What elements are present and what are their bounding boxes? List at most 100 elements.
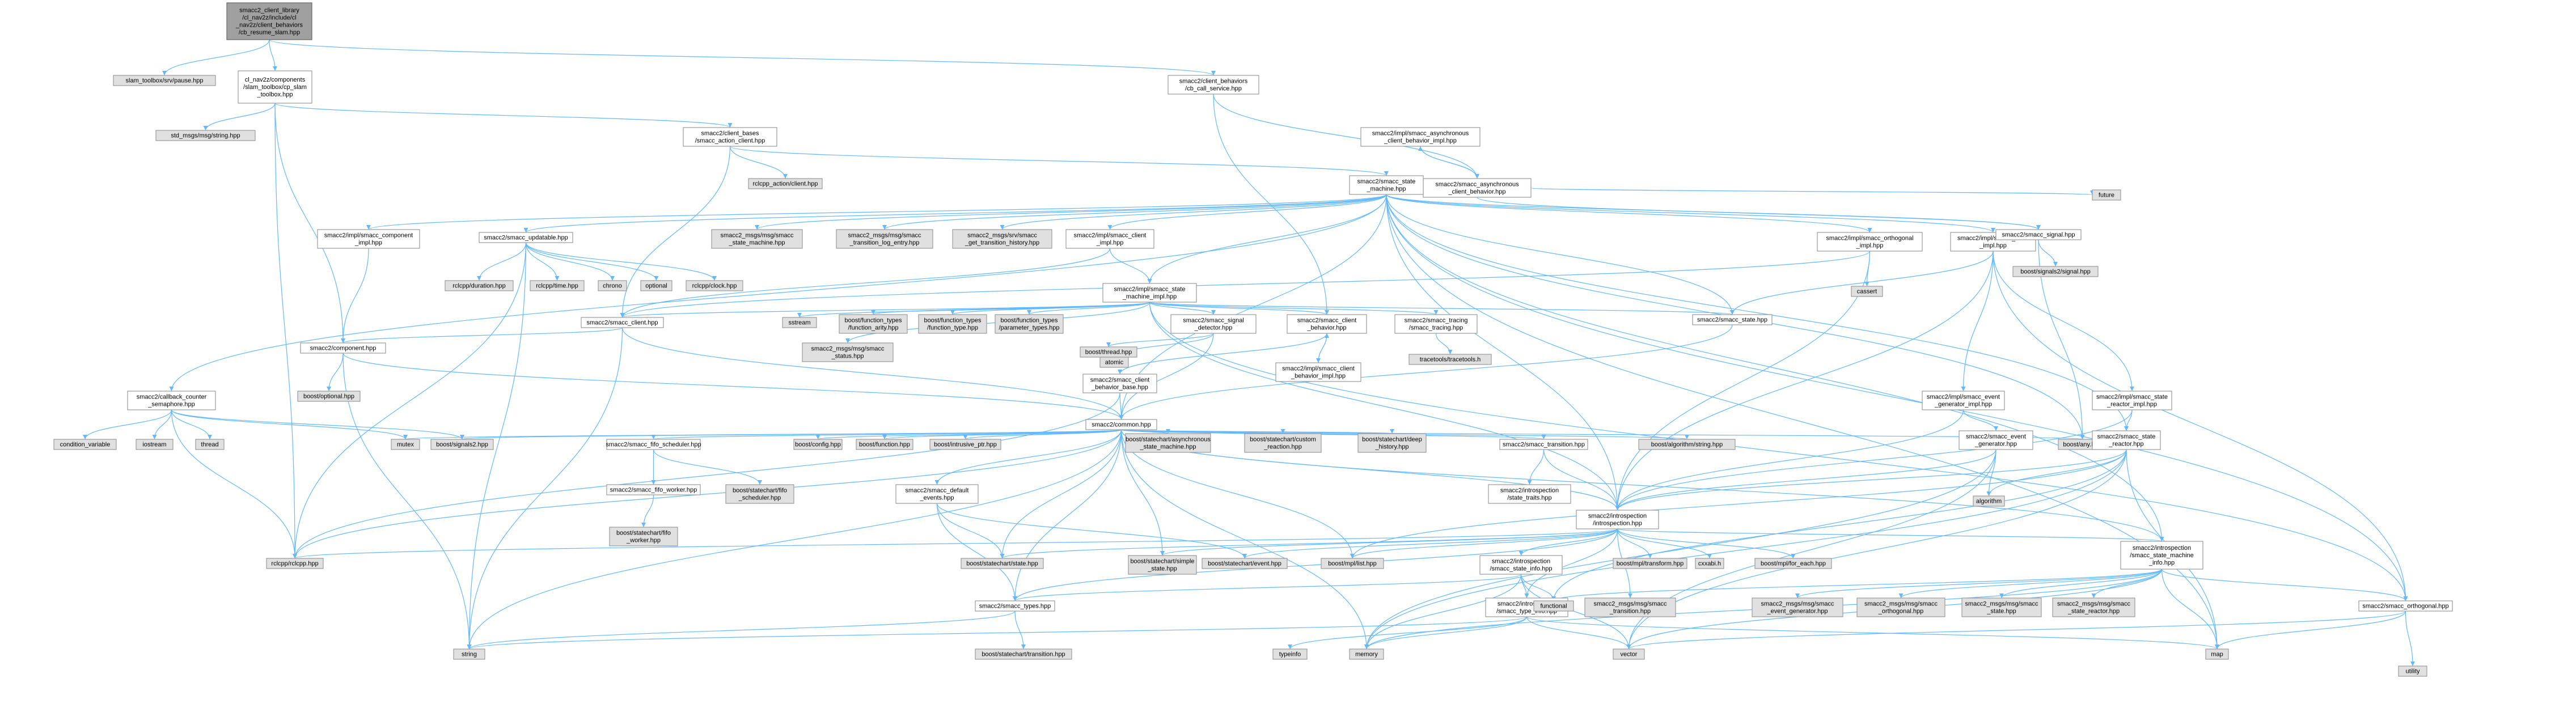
node-n-component[interactable]: smacc2/component.hpp	[300, 342, 386, 354]
node-n-common[interactable]: smacc2/common.hpp	[1085, 419, 1157, 430]
edge-n_stateimpl-to-n_orthogonal	[1993, 251, 2406, 601]
node-n-msgevgen: smacc2_msgs/msg/smacc_event_generator.hp…	[1752, 597, 1843, 617]
node-label: smacc2_msgs/msg/smacc	[848, 232, 921, 239]
node-n-cbeh[interactable]: smacc2/smacc_client_behavior.hpp	[1287, 314, 1367, 334]
node-label: smacc2_msgs/msg/smacc	[811, 346, 885, 353]
node-label: cl_nav2z/components	[245, 77, 306, 83]
arrowhead-n_introspect-to-n_smminfo	[2159, 537, 2164, 541]
node-box	[1168, 75, 1259, 95]
node-n-state[interactable]: smacc2/smacc_state.hpp	[1692, 314, 1773, 325]
node-n-bfunction: boost/function.hpp	[856, 439, 913, 450]
node-n-actclient[interactable]: smacc2/client_bases/smacc_action_client.…	[683, 127, 777, 147]
node-label: smacc2/smacc_state	[2097, 434, 2156, 440]
node-label: smacc2/component.hpp	[310, 345, 377, 352]
node-label: smacc2/smacc_asynchronous	[1435, 181, 1519, 188]
node-label: smacc2/smacc_client.hpp	[587, 320, 658, 327]
node-label: iostream	[142, 442, 166, 448]
edge-n_client-to-n_string	[468, 327, 623, 650]
node-label: smacc2_msgs/msg/smacc	[721, 232, 794, 239]
edge-n_orthogonal-to-n_vector	[1628, 611, 2406, 650]
arrowhead-n_smminfo-to-n_msgsr	[2091, 593, 2096, 598]
node-n-cassert: cassert	[1851, 286, 1883, 297]
arrowhead-n_fifosched-to-n_fifoworker	[651, 480, 656, 485]
node-box	[53, 439, 117, 450]
arrowhead-n_stateimpl-to-n_evgenimpl	[1961, 387, 1966, 391]
node-box	[226, 2, 312, 40]
node-n-defevents[interactable]: smacc2/smacc_default_events.hpp	[895, 484, 979, 504]
edge-n_updatable-to-n_rcldur	[479, 242, 527, 281]
node-box	[782, 317, 817, 328]
arrowhead-n_common-to-n_bintrusive	[963, 435, 968, 439]
node-n-fifoworker[interactable]: smacc2/smacc_fifo_worker.hpp	[606, 484, 701, 495]
node-n-asyncbeh[interactable]: smacc2/smacc_asynchronous_client_behavio…	[1423, 178, 1532, 198]
arrowhead-n_sm-to-n_msgsm	[755, 225, 759, 230]
node-box	[1128, 555, 1197, 575]
node-label: boost/statechart/simple	[1130, 558, 1194, 565]
node-label: boost/statechart/asynchronous	[1126, 436, 1211, 443]
node-n-msglog: smacc2_msgs/msg/smacc_transition_log_ent…	[836, 229, 933, 249]
node-n-sttraits[interactable]: smacc2/introspection/state_traits.hpp	[1488, 484, 1571, 504]
edge-n_stateimpl-to-n_evgenimpl	[1962, 251, 1994, 392]
edge-n_actclient-to-n_sm	[729, 146, 1387, 176]
edge-n_common-to-n_rclcpp	[294, 429, 1122, 559]
node-n-introspect[interactable]: smacc2/introspection/introspection.hpp	[1576, 510, 1659, 529]
node-box	[1922, 391, 2005, 410]
node-n-smimpl[interactable]: smacc2/impl/smacc_state_machine_impl.hpp	[1102, 283, 1197, 303]
node-box	[1321, 558, 1384, 569]
node-n-cbcall[interactable]: smacc2/client_behaviors/cb_call_service.…	[1168, 75, 1259, 95]
node-n-fifosched[interactable]: smacc2/smacc_fifo_scheduler.hpp	[606, 439, 701, 450]
node-n-client[interactable]: smacc2/smacc_client.hpp	[581, 317, 664, 328]
edge-n_cbsem-to-n_rclcpp	[171, 409, 295, 559]
edge-n_evgenimpl-to-n_evgen	[1962, 409, 1996, 431]
edge-n_sm-to-n_compimpl	[368, 194, 1387, 230]
node-n-bconfig: boost/config.hpp	[793, 439, 843, 450]
node-n-compimpl[interactable]: smacc2/impl/smacc_component_impl.hpp	[317, 229, 420, 249]
edge-n_introspect-to-n_bmpltransform	[1617, 528, 1651, 559]
arrowhead-n_sm-to-n_stateimpl	[1991, 228, 1995, 232]
arrowhead-n_introspect-to-n_bmpllist	[1350, 554, 1355, 558]
node-label: smacc2/callback_counter	[137, 394, 207, 401]
arrowhead-n_smimpl-to-n_fttype	[950, 310, 955, 315]
node-label: _state.hpp	[1986, 608, 2016, 615]
node-n-signal[interactable]: smacc2/smacc_signal.hpp	[1995, 229, 2082, 240]
node-n-sm[interactable]: smacc2/smacc_state_machine.hpp	[1349, 175, 1424, 195]
node-box	[453, 648, 485, 660]
node-n-orthimpl[interactable]: smacc2/impl/smacc_orthogonal_impl.hpp	[1817, 232, 1923, 252]
node-n-orthogonal[interactable]: smacc2/smacc_orthogonal.hpp	[2358, 600, 2453, 612]
edge-n_sm-to-n_msglog	[884, 194, 1387, 230]
arrowhead-n_cbsem-to-n_thread	[208, 435, 212, 439]
node-n-memory: memory	[1349, 648, 1384, 660]
edge-n_introspect-to-n_sminfo	[1520, 528, 1618, 556]
node-n-sigdet[interactable]: smacc2/smacc_signal_detector.hpp	[1170, 314, 1257, 334]
node-label: _scheduler.hpp	[738, 495, 781, 502]
node-n-sminfo[interactable]: smacc2/introspection/smacc_state_info.hp…	[1479, 555, 1563, 575]
node-n-cbbase[interactable]: smacc2/smacc_client_behavior_base.hpp	[1082, 374, 1157, 393]
arrowhead-n_asyncbeh-to-n_asyncimpl	[1418, 146, 1423, 151]
node-label: smacc2/impl/smacc_component	[324, 232, 413, 239]
node-n-asyncimpl[interactable]: smacc2/impl/smacc_asynchronous_client_be…	[1360, 127, 1481, 147]
node-n-types[interactable]: smacc2/smacc_types.hpp	[975, 600, 1055, 612]
node-n-srimpl[interactable]: smacc2/impl/smacc_state_reactor_impl.hpp	[2092, 391, 2172, 410]
node-box	[195, 439, 225, 450]
edge-n_updatable-to-n_rcltime	[525, 242, 558, 281]
node-n-updatable[interactable]: smacc2/smacc_updatable.hpp	[479, 232, 573, 243]
node-n-evgenimpl[interactable]: smacc2/impl/smacc_event_generator_impl.h…	[1922, 391, 2005, 410]
node-n-transition[interactable]: smacc2/smacc_transition.hpp	[1499, 439, 1588, 450]
node-label: smacc2/smacc_client	[1090, 377, 1150, 384]
node-box	[1287, 314, 1367, 334]
edge-n_clientimpl-to-n_smimpl	[1109, 248, 1150, 284]
node-n-cbehimpl[interactable]: smacc2/impl/smacc_client_behavior_impl.h…	[1275, 362, 1361, 382]
node-n-sreactor[interactable]: smacc2/smacc_state_reactor.hpp	[2092, 430, 2161, 450]
node-label: smacc2/introspection	[1500, 487, 1559, 494]
node-n-cbsem[interactable]: smacc2/callback_counter_semaphore.hpp	[127, 391, 216, 410]
node-n-smminfo[interactable]: smacc2/introspection/smacc_state_machine…	[2120, 541, 2203, 570]
node-n-clientimpl[interactable]: smacc2/impl/smacc_client_impl.hpp	[1065, 229, 1154, 249]
node-n-bscfifoworker: boost/statechart/fifo_worker.hpp	[609, 527, 678, 546]
node-n-pause: slam_toolbox/srv/pause.hpp	[113, 75, 216, 86]
node-n-tracing[interactable]: smacc2/smacc_tracing/smacc_tracing.hpp	[1394, 314, 1478, 334]
node-n-evgen[interactable]: smacc2/smacc_event_generator.hpp	[1959, 430, 2033, 450]
node-n-cpslam[interactable]: cl_nav2z/components/slam_toolbox/cp_slam…	[238, 70, 312, 104]
node-label: /smacc_state_machine	[2130, 552, 2194, 559]
node-box	[1125, 433, 1211, 453]
node-label: smacc2/client_behaviors	[1179, 78, 1248, 85]
